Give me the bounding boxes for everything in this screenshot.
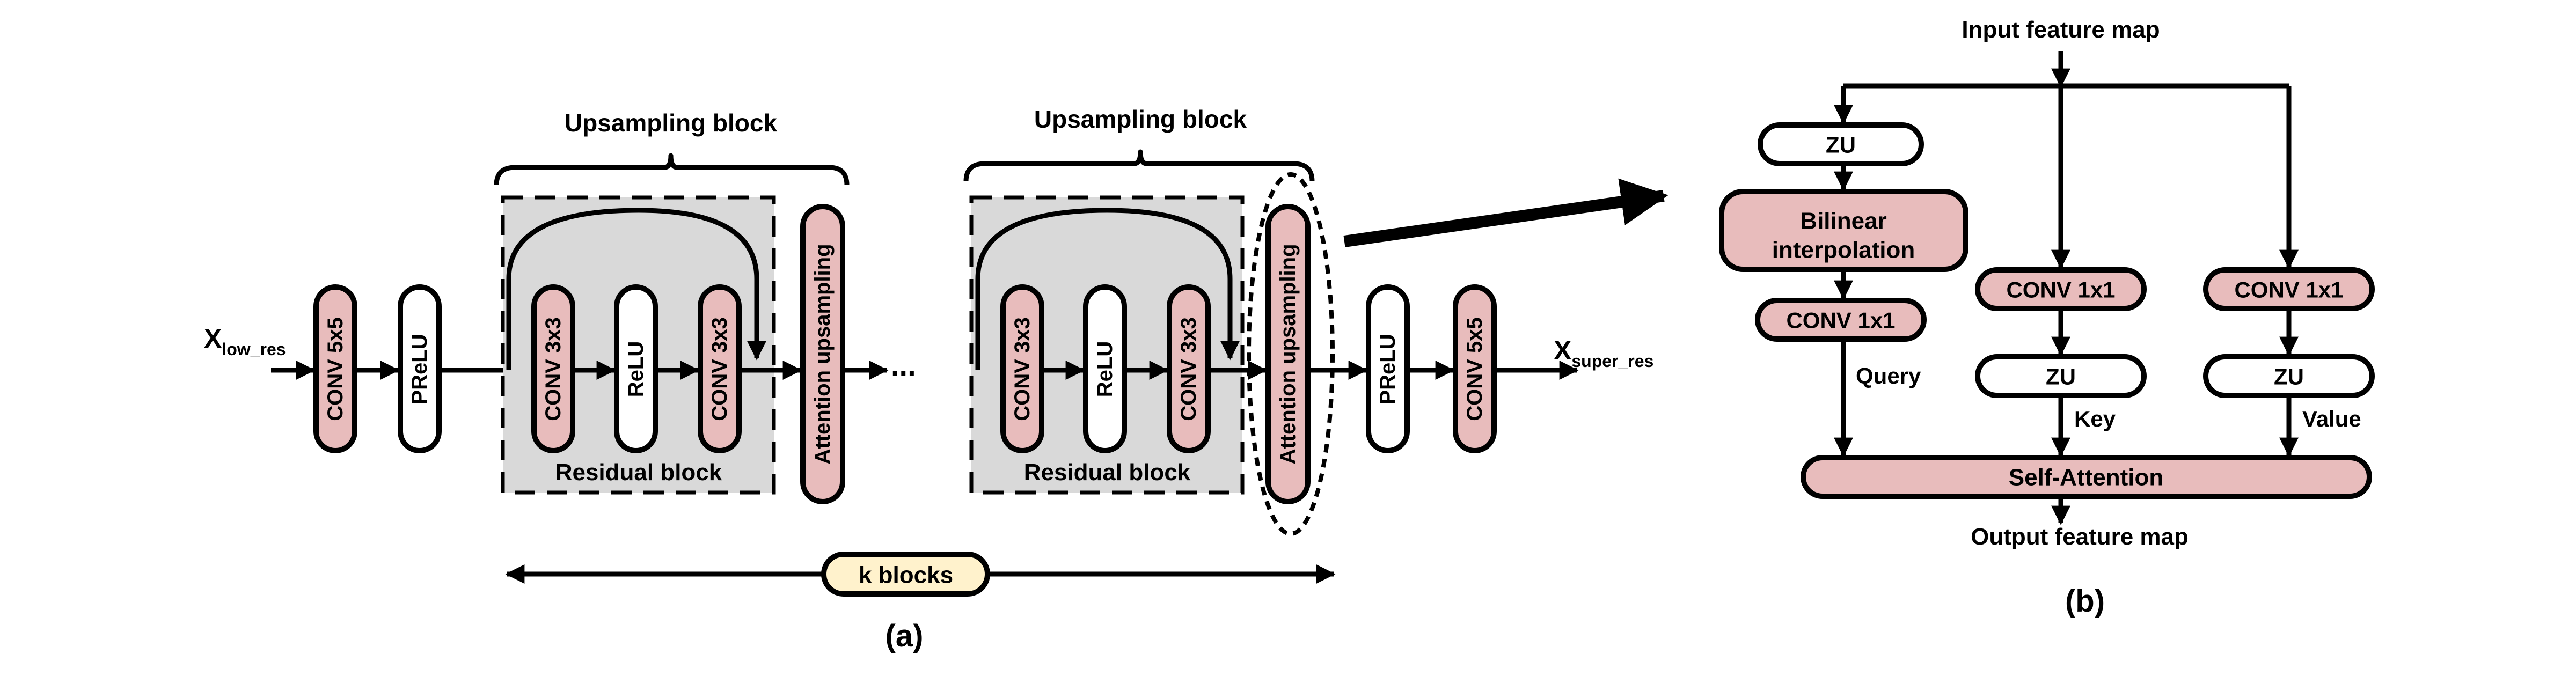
upsampling-block-2-title: Upsampling block	[1034, 105, 1247, 133]
zu-key	[1975, 354, 2147, 398]
prelu-last	[1366, 284, 1410, 453]
b2-relu-label: ReLU	[1093, 341, 1117, 397]
b2-attention-upsampling	[1265, 204, 1311, 504]
b1-conv-3x3-b-label: CONV 3x3	[708, 317, 731, 421]
b1-relu-label: ReLU	[624, 341, 648, 397]
bilinear-line1: Bilinear	[1800, 208, 1886, 234]
input-feature-map-label: Input feature map	[1962, 17, 2160, 43]
self-attention-label: Self-Attention	[2009, 465, 2163, 491]
b1-conv-3x3-a-label: CONV 3x3	[541, 317, 565, 421]
b2-conv-3x3-b	[1167, 284, 1211, 453]
residual-block-1-label: Residual block	[555, 459, 722, 486]
panel-a: Xlow_res CONV 5x5 PReLU Upsampling block…	[204, 105, 1668, 653]
zu-value	[2203, 354, 2375, 398]
b2-relu	[1083, 284, 1127, 453]
b2-attention-upsampling-label: Attention upsampling	[1276, 244, 1300, 464]
skip-connection-1	[506, 208, 766, 370]
conv-1x1-query	[1755, 298, 1927, 342]
zu-query-label: ZU	[1826, 133, 1856, 158]
upsampling-block-1: Upsampling block Residual block CONV 3x3…	[494, 109, 850, 504]
blocks-ellipsis: ...	[891, 348, 916, 382]
b1-attention-upsampling	[800, 204, 845, 504]
conv-1x1-value-label: CONV 1x1	[2234, 277, 2343, 303]
skip-connection-2	[975, 208, 1240, 370]
zu-query	[1758, 122, 1924, 166]
conv-5x5-first	[313, 284, 357, 453]
attention-highlight-ellipse	[1247, 172, 1335, 536]
conv-5x5-last	[1453, 284, 1497, 453]
prelu-first	[398, 284, 442, 453]
residual-block-2-label: Residual block	[1024, 459, 1191, 486]
key-label: Key	[2074, 406, 2116, 431]
bilinear-line2: interpolation	[1772, 237, 1915, 263]
upsampling-block-2-brace	[963, 149, 1315, 182]
panel-a-caption: (a)	[885, 619, 924, 653]
panel-b-caption: (b)	[2065, 584, 2105, 619]
b1-relu	[614, 284, 658, 453]
zu-key-label: ZU	[2046, 364, 2076, 390]
zoom-arrow-to-panel-b	[1343, 178, 1668, 247]
query-label: Query	[1856, 363, 1921, 388]
upsampling-block-2: Upsampling block Residual block CONV 3x3…	[963, 105, 1335, 536]
input-label-low-res: Xlow_res	[204, 324, 286, 359]
k-blocks-label: k blocks	[859, 562, 953, 589]
upsampling-block-1-brace	[494, 153, 850, 186]
b1-attention-upsampling-label: Attention upsampling	[811, 244, 835, 464]
value-label: Value	[2302, 406, 2361, 431]
conv-5x5-last-label: CONV 5x5	[1463, 317, 1487, 421]
conv-5x5-first-label: CONV 5x5	[324, 317, 347, 421]
bilinear-interpolation	[1719, 189, 1968, 272]
conv-1x1-key	[1975, 267, 2147, 311]
value-branch: CONV 1x1 ZU Value	[2203, 267, 2375, 457]
b1-conv-3x3-a	[531, 284, 575, 453]
b1-conv-3x3-b	[698, 284, 742, 453]
conv-1x1-query-label: CONV 1x1	[1786, 308, 1895, 333]
b2-conv-3x3-a-label: CONV 3x3	[1011, 317, 1034, 421]
k-blocks-badge	[821, 552, 990, 597]
output-feature-map-label: Output feature map	[1971, 524, 2189, 550]
query-branch: ZU Bilinear interpolation CONV 1x1 Query	[1719, 122, 1968, 457]
b2-conv-3x3-a	[1000, 284, 1044, 453]
zu-value-label: ZU	[2274, 364, 2304, 390]
conv-1x1-key-label: CONV 1x1	[2006, 277, 2115, 303]
panel-b: Input feature map ZU Bilinear interpolat…	[1719, 17, 2375, 619]
prelu-first-label: PReLU	[408, 334, 431, 404]
upsampling-block-1-title: Upsampling block	[565, 109, 778, 137]
b2-conv-3x3-b-label: CONV 3x3	[1177, 317, 1201, 421]
self-attention-block	[1801, 455, 2372, 499]
key-branch: CONV 1x1 ZU Key	[1975, 267, 2147, 457]
output-label-super-res: Xsuper_res	[1554, 335, 1653, 371]
prelu-last-label: PReLU	[1376, 334, 1400, 404]
conv-1x1-value	[2203, 267, 2375, 311]
